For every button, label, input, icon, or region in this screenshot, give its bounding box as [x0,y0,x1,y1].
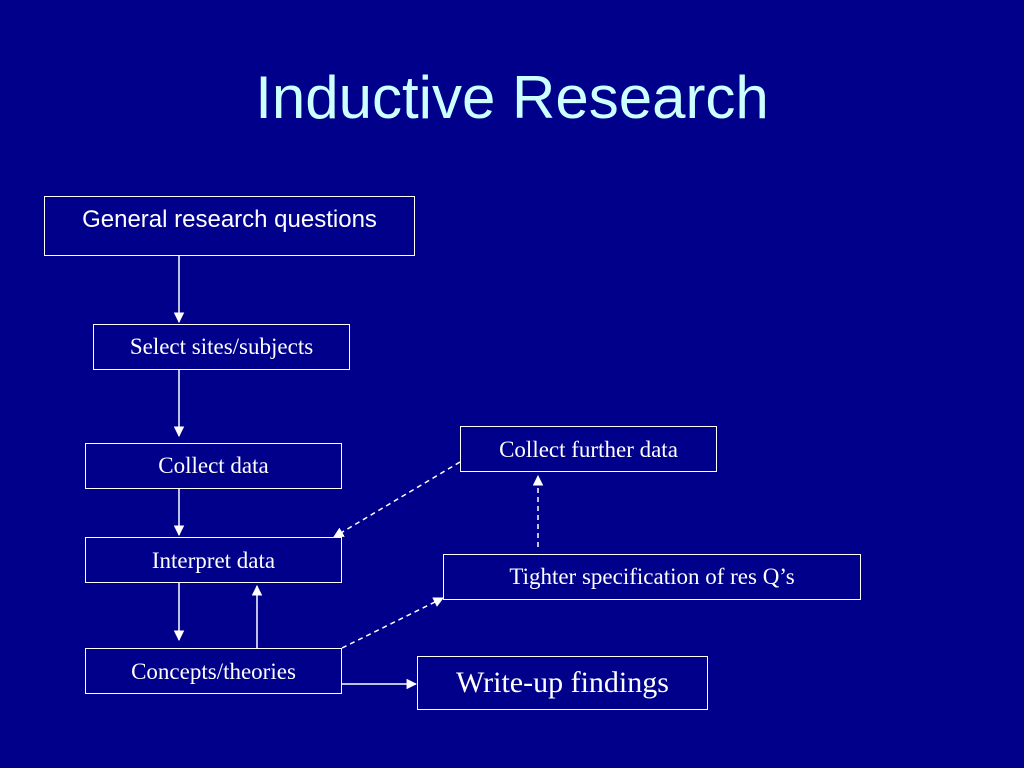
node-collect-data: Collect data [85,443,342,489]
arrow-concepts-to-tighter [341,597,444,649]
slide-title: Inductive Research [255,64,769,131]
node-concepts-theories: Concepts/theories [85,648,342,694]
node-select-sites-subjects: Select sites/subjects [93,324,350,370]
arrow-further-to-interpret [333,461,461,538]
node-general-research-questions: General research questions [44,196,415,256]
node-collect-further-data: Collect further data [460,426,717,472]
node-interpret-data: Interpret data [85,537,342,583]
node-tighter-specification: Tighter specification of res Q’s [443,554,861,600]
node-write-up-findings: Write-up findings [417,656,708,710]
